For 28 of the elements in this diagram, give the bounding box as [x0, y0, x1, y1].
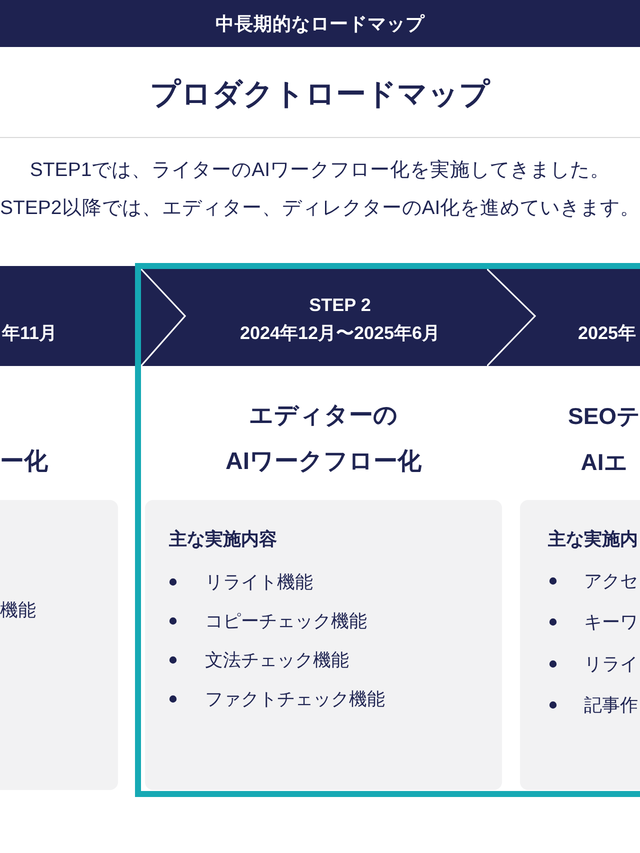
list-item-text: コピーチェック機能: [205, 610, 367, 633]
step-label: STEP 2: [309, 294, 371, 317]
list-item-text: 文法チェック機能: [205, 649, 349, 672]
step-period: 年11月: [2, 322, 58, 345]
step-period: 2025年: [578, 322, 636, 345]
list-item-text: 記事作: [584, 694, 638, 717]
content-card: [520, 500, 640, 790]
list-item-text: リライ: [584, 653, 638, 676]
step-heading: SEOテAIエ: [568, 402, 640, 477]
page-title: プロダクトロードマップ: [150, 77, 490, 113]
step-heading: エディターのAIワークフロー化: [226, 401, 422, 477]
header-text: 中長期的なロードマップ: [216, 12, 424, 36]
intro-text: STEP2以降では、エディター、ディレクターのAI化を進めていきます。: [0, 196, 640, 221]
step-heading: ー化: [0, 447, 48, 477]
card-heading: 主な実施内: [548, 528, 638, 551]
list-item-text: リライト機能: [205, 571, 313, 594]
step-period: 2024年12月〜2025年6月: [240, 322, 440, 345]
intro-text: STEP1では、ライターのAIワークフロー化を実施してきました。: [30, 158, 610, 183]
list-item-text: 機能: [0, 599, 36, 622]
highlight-frame: [135, 263, 640, 797]
step-chevron-band: [487, 269, 640, 366]
step-chevron-band: [141, 269, 487, 366]
list-item-text: アクセ: [584, 570, 638, 593]
step-chevron-band: [0, 266, 135, 366]
content-card: [145, 500, 502, 790]
card-heading: 主な実施内容: [169, 528, 277, 551]
list-item-text: キーワ: [584, 611, 638, 634]
list-item-text: ファクトチェック機能: [205, 688, 385, 711]
